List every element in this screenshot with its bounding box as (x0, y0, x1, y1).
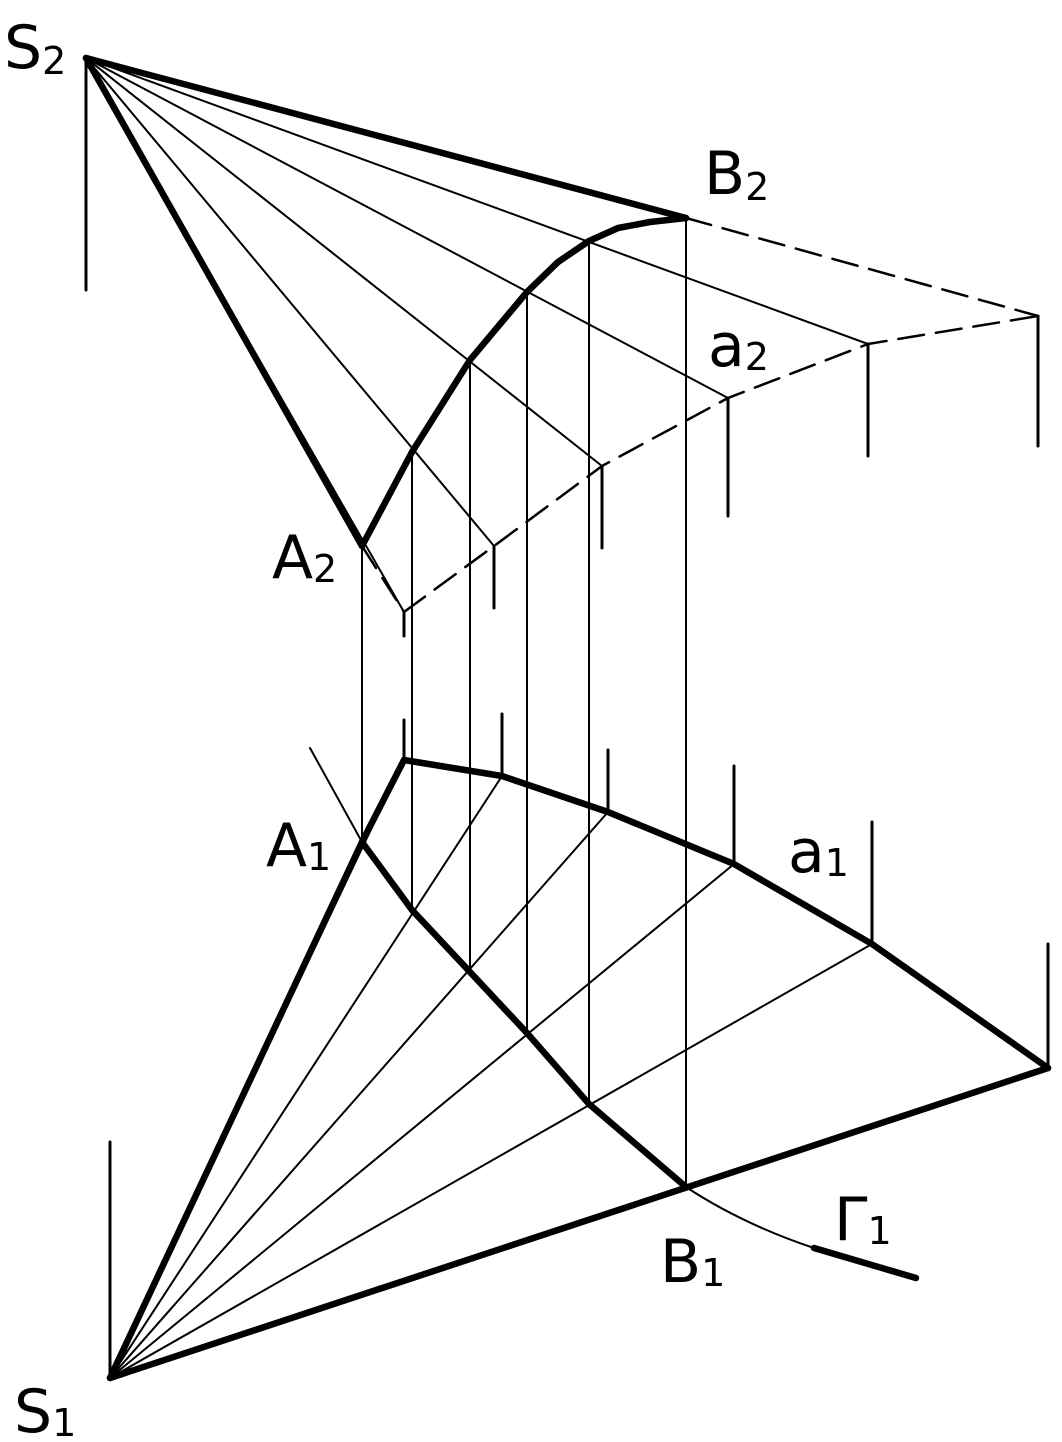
s2-ray (85, 57, 603, 467)
lower-projection (106, 712, 1052, 1382)
s1-generator-rays (109, 747, 873, 1379)
edge-s2-b2 (82, 54, 690, 222)
curve-a2-dashed (402, 314, 1040, 614)
label-gamma1: Γ1 (834, 1185, 892, 1255)
s2-ray (85, 57, 495, 547)
label-a2-point: A2 (272, 523, 337, 593)
upper-ticks (402, 314, 1040, 638)
curve-a2-b2 (358, 214, 690, 550)
curve-a1-b1 (358, 838, 690, 1191)
label-b1: B1 (660, 1227, 725, 1297)
edge-s1-a1 (106, 838, 366, 1382)
ray-extension-dashed (360, 544, 406, 614)
s1-ray (109, 811, 609, 1379)
edge-a1-top (358, 756, 408, 846)
lower-ticks (402, 712, 1050, 1070)
line-through-a1 (309, 747, 363, 843)
s2-ray (85, 57, 869, 345)
curve-gamma1-thin (685, 1186, 815, 1249)
ray-extension-dashed (684, 216, 1040, 318)
label-a2-lower: a2 (708, 311, 769, 381)
s1-ray (109, 775, 503, 1379)
labels: S2 B2 a2 A2 A1 a1 B1 Γ1 S1 (4, 13, 892, 1442)
curve-a1 (400, 756, 1052, 1072)
label-a1-curve: a1 (788, 817, 849, 887)
s1-ray (109, 943, 873, 1379)
label-b2: B2 (704, 139, 769, 209)
s2-ray (85, 57, 729, 399)
upper-contour (82, 54, 690, 550)
upper-projection (82, 54, 1040, 638)
gamma1-bold-segment (810, 1244, 920, 1282)
edge-s1-b1-far (106, 1064, 1052, 1382)
label-s2: S2 (4, 13, 66, 83)
connection-lines (361, 218, 687, 1187)
s1-ray (109, 863, 735, 1379)
label-s1: S1 (14, 1377, 76, 1442)
lower-contour (106, 756, 1052, 1382)
edge-s2-a2 (82, 54, 366, 550)
label-a1-point: A1 (266, 811, 331, 881)
hidden-lines (360, 216, 1040, 614)
